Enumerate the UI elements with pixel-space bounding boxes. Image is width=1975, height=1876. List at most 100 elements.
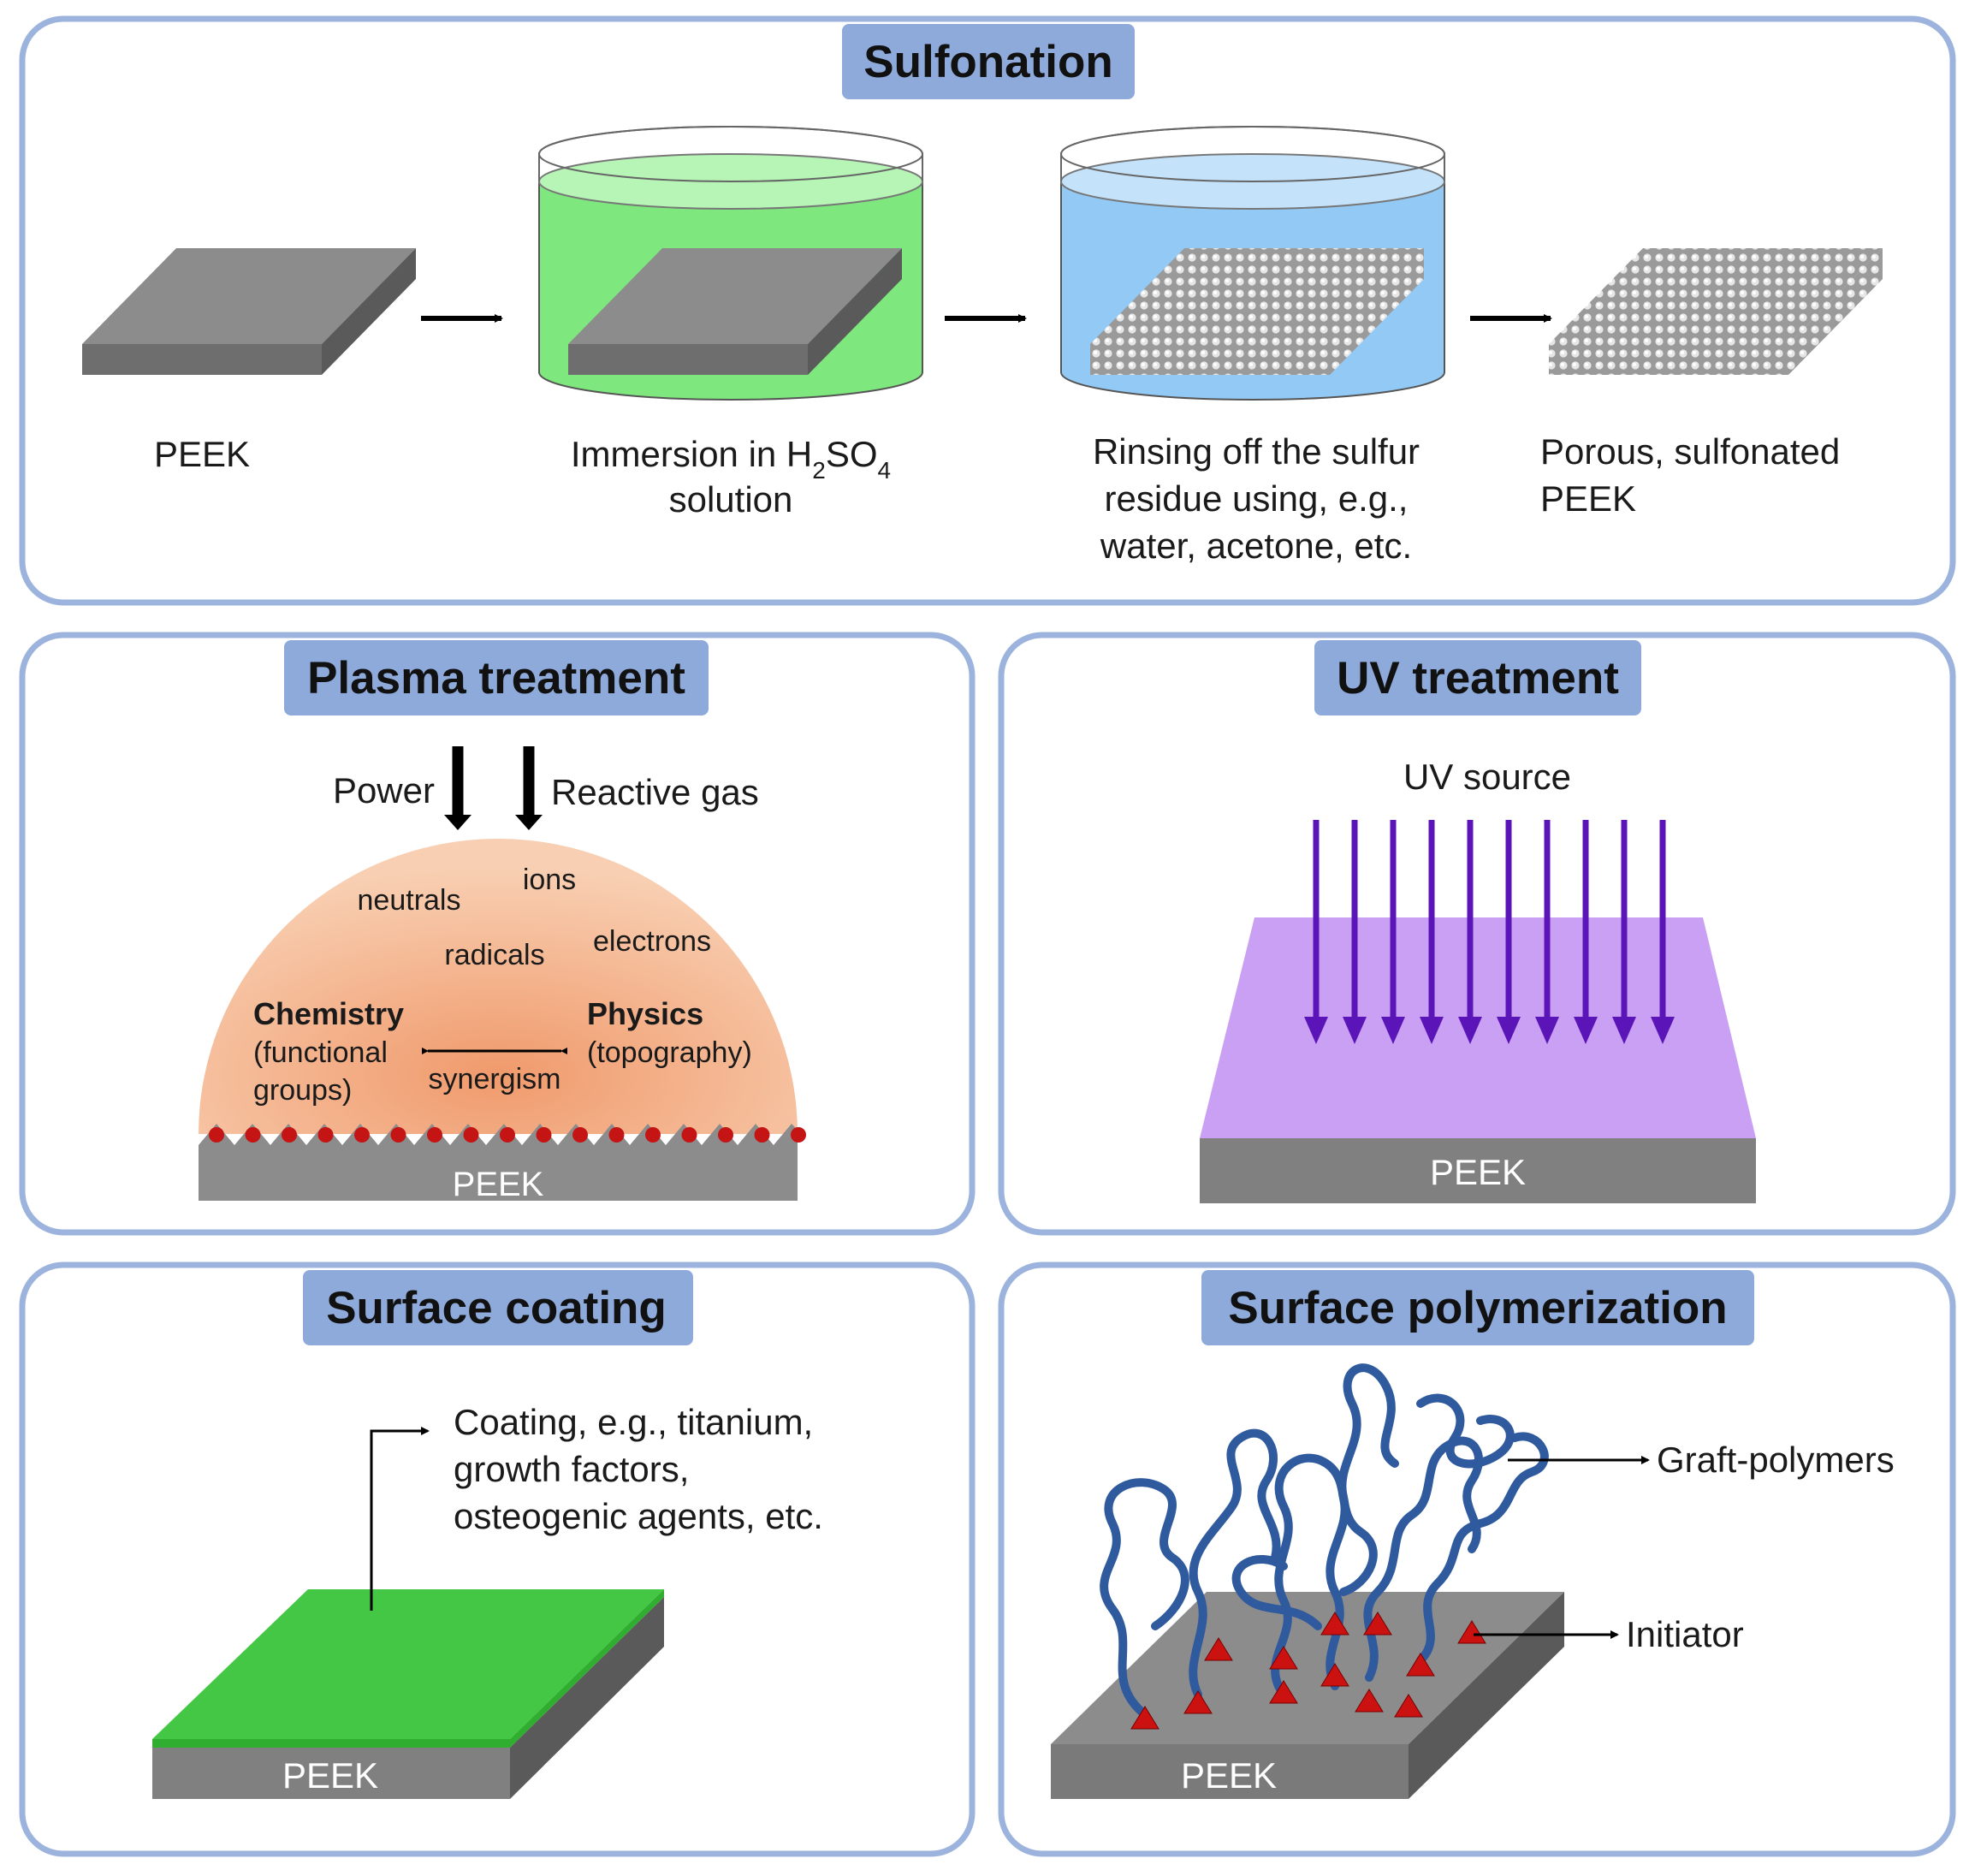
step-label-immersion: Immersion in H2SO4 [571, 434, 891, 484]
polymer-chain-4 [1326, 1363, 1399, 1690]
plasma-panel: Plasma treatment Power Reactive gas neut… [19, 632, 976, 1236]
functional-group-dot [645, 1127, 661, 1143]
rinse-beaker [1060, 126, 1445, 401]
formula-subscript-4: 4 [878, 457, 892, 484]
species-neutrals: neutrals [358, 884, 461, 917]
final-slab-front [1549, 344, 1788, 375]
functional-group-dot [681, 1127, 697, 1143]
uv-ray-head [1574, 1017, 1598, 1044]
coating-pointer-arrow [370, 1427, 430, 1611]
functional-group-dot [209, 1127, 224, 1143]
polymerization-title-box [1201, 1270, 1754, 1345]
uv-peek-label: PEEK [1430, 1152, 1526, 1192]
chemistry-line-1: (functional [253, 1036, 388, 1069]
immersed-slab-side [808, 248, 902, 375]
functional-group-dot [572, 1127, 588, 1143]
uv-ray-head [1535, 1017, 1559, 1044]
uv-ray-head [1343, 1017, 1367, 1044]
porous-slab-front [1090, 344, 1330, 375]
plasma-title-box [284, 640, 709, 715]
formula-so: SO [826, 434, 878, 474]
coating-panel: Surface coating PEEK Coating, e.g., tita… [19, 1262, 976, 1857]
coating-text-2: growth factors, [454, 1449, 689, 1489]
plasma-panel-border [19, 632, 976, 1236]
coating-layer-top [152, 1589, 664, 1739]
formula-subscript-2: 2 [812, 457, 826, 484]
polymerization-title: Surface polymerization [1228, 1283, 1727, 1333]
coating-panel-border [19, 1262, 976, 1857]
step-label-rinse-3: water, acetone, etc. [1100, 525, 1412, 566]
porous-slab-top [1090, 248, 1424, 344]
coating-title-box [303, 1270, 693, 1345]
polymerization-panel: Surface polymerization PEEK Graft-polyme… [998, 1262, 1956, 1857]
final-slab-side [1788, 248, 1883, 375]
peek-slab [82, 248, 416, 375]
functional-group-dot [500, 1127, 515, 1143]
species-radicals: radicals [444, 939, 544, 971]
uv-title-box [1314, 640, 1641, 715]
coating-title: Surface coating [326, 1283, 667, 1333]
reactive-gas-label: Reactive gas [551, 772, 759, 812]
polymer-peek-top [1051, 1592, 1564, 1744]
species-ions: ions [523, 864, 576, 896]
functional-group-dot [427, 1127, 442, 1143]
uv-ray-head [1612, 1017, 1636, 1044]
species-electrons: electrons [593, 925, 711, 958]
coating-peek-front [152, 1748, 510, 1799]
polymer-chain-5 [1363, 1436, 1484, 1682]
functional-group-dot [282, 1127, 297, 1143]
step-label-peek: PEEK [154, 434, 250, 474]
polymer-chain-2 [1189, 1428, 1281, 1699]
step-label-solution: solution [669, 479, 793, 519]
plasma-dome [199, 839, 798, 1134]
final-slab-top [1549, 248, 1883, 344]
functional-group-dot [718, 1127, 733, 1143]
initiator-triangle [1269, 1680, 1298, 1704]
functional-group-dot [536, 1127, 552, 1143]
functional-groups [209, 1127, 806, 1143]
functional-group-dot [608, 1127, 625, 1143]
immersion-text: Immersion in H [571, 434, 812, 474]
uv-ray-head [1381, 1017, 1405, 1044]
functional-group-dot [317, 1127, 334, 1143]
slab-top [82, 248, 416, 344]
polymer-peek-label: PEEK [1181, 1755, 1277, 1796]
polymer-chain-7 [1231, 1554, 1322, 1630]
functional-group-dot [791, 1127, 806, 1143]
initiator-triangle [1130, 1706, 1159, 1730]
functional-group-dot [463, 1127, 479, 1143]
polymer-peek-side [1409, 1592, 1564, 1799]
initiator-triangle [1363, 1612, 1392, 1636]
functional-group-dot [390, 1127, 406, 1143]
polymer-peek-front [1051, 1744, 1409, 1799]
coating-peek-label: PEEK [282, 1755, 378, 1796]
sulfonation-title-box [842, 24, 1135, 99]
plasma-peek-substrate [199, 1124, 798, 1201]
synergism-label: synergism [429, 1063, 561, 1095]
polymer-chain-8 [1416, 1393, 1515, 1469]
power-label: Power [333, 770, 435, 810]
polymer-chain-3 [1271, 1453, 1378, 1699]
initiator-triangle [1183, 1690, 1213, 1714]
uv-peek-substrate [1200, 1138, 1756, 1203]
sulfonation-panel-border [19, 15, 1956, 606]
sulfonation-panel: Sulfonation [19, 15, 1956, 606]
porous-slab-side [1330, 248, 1424, 375]
step-label-porous-2: PEEK [1540, 478, 1636, 519]
initiator-triangle [1204, 1637, 1233, 1661]
step-label-porous-1: Porous, sulfonated [1540, 431, 1840, 472]
polymer-chain-1 [1100, 1478, 1189, 1716]
initiator-label: Initiator [1626, 1614, 1744, 1654]
uv-ray-head [1304, 1017, 1328, 1044]
uv-panel: UV treatment UV source PEEK [998, 632, 1956, 1236]
gas-arrow-head [515, 815, 543, 830]
uv-source-label: UV source [1403, 757, 1571, 797]
functional-group-dot [754, 1127, 770, 1143]
physics-title: Physics [587, 996, 703, 1031]
chemistry-title: Chemistry [253, 996, 404, 1031]
initiator-triangle [1394, 1694, 1423, 1718]
functional-group-dot [245, 1127, 261, 1143]
initiator-triangle [1355, 1689, 1384, 1713]
coating-text-3: osteogenic agents, etc. [454, 1496, 823, 1536]
acid-beaker [538, 126, 923, 401]
